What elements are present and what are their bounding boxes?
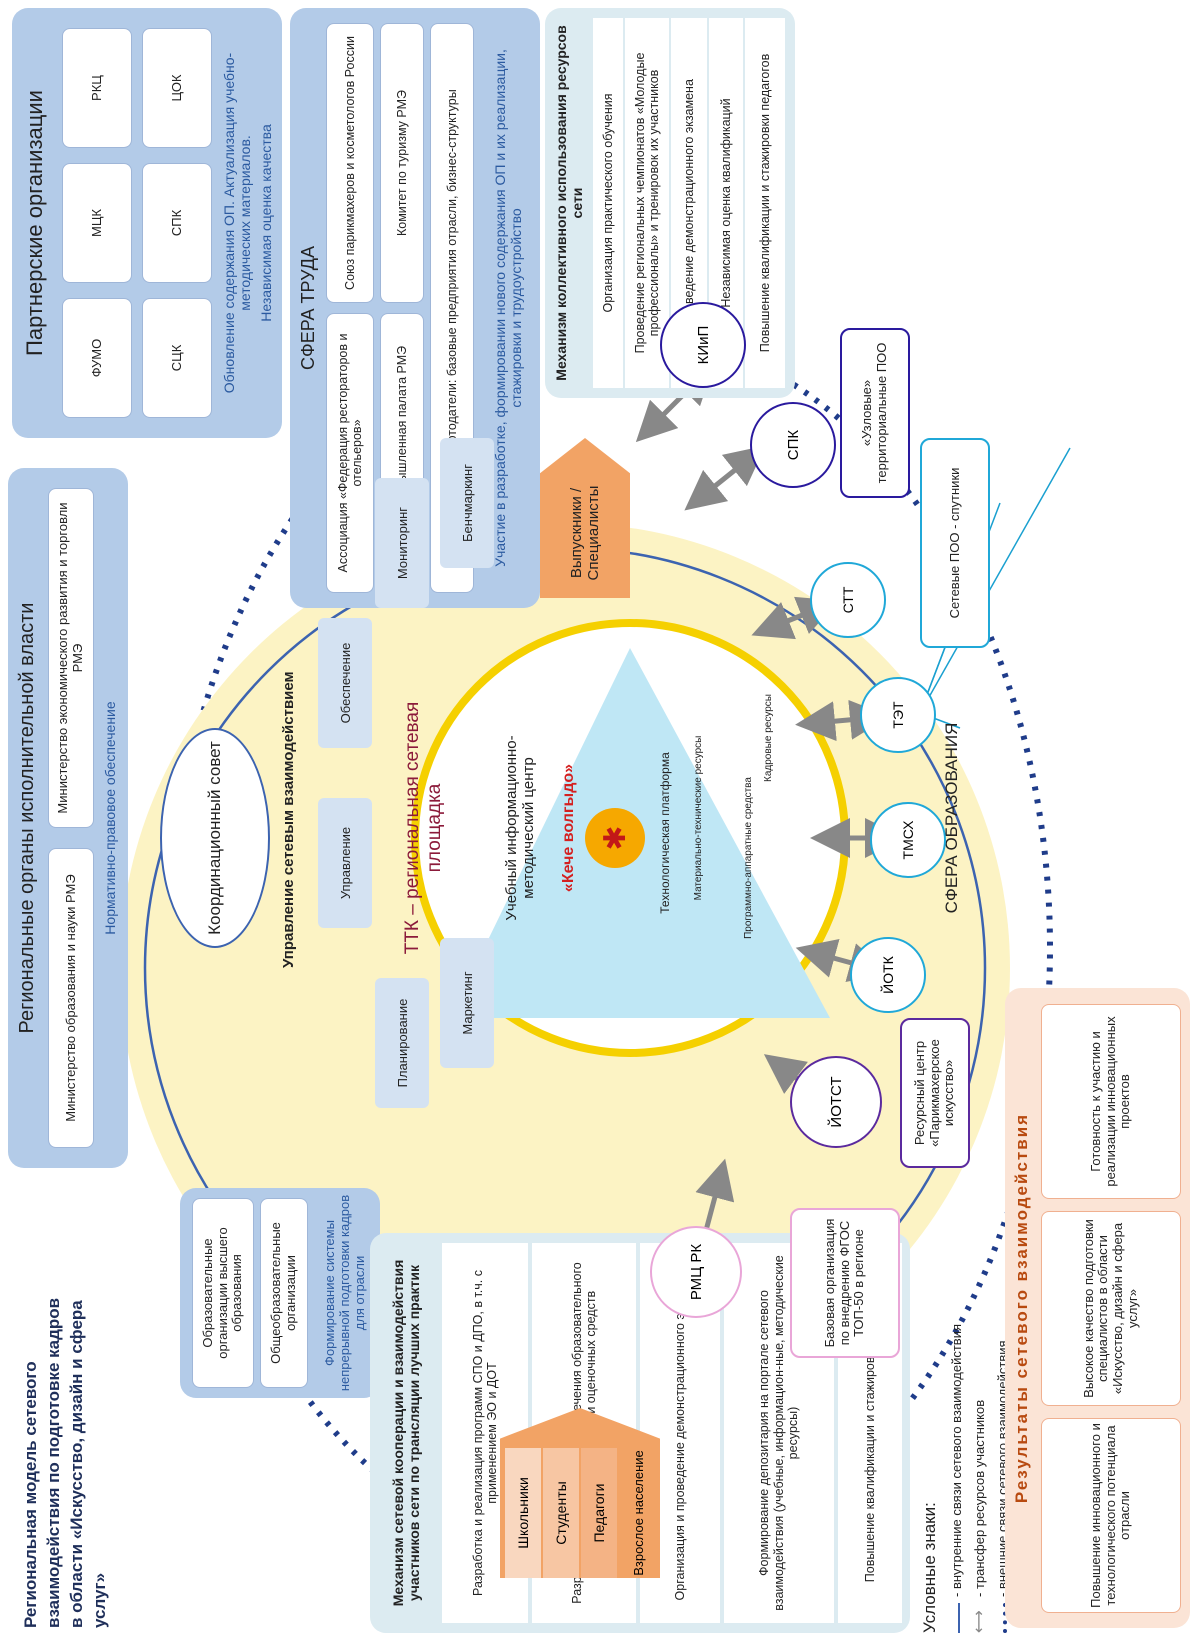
node-yotst: ЙОТСТ — [790, 1056, 882, 1148]
result-item: Готовность к участию и реализации иннова… — [1041, 1004, 1181, 1199]
education-org-item: Образовательные организации высшего обра… — [192, 1198, 254, 1388]
authority-item: Министерство экономического развития и т… — [48, 488, 94, 828]
resource-label: Программно-аппаратные средства — [742, 777, 754, 939]
node-stt: СТТ — [810, 562, 886, 638]
inflow-item: Студенты — [543, 1448, 579, 1578]
labor-heading: СФЕРА ТРУДА — [297, 246, 318, 370]
labor-item: Ассоциация «Федерация рестораторов и оте… — [326, 313, 374, 593]
partner-org: СПК — [142, 163, 212, 283]
authorities-panel: Региональные органы исполнительной власт… — [8, 468, 128, 1168]
solid-line-icon — [958, 1603, 960, 1633]
management-title: Управление сетевым взаимодействием — [280, 671, 297, 968]
mechanism-collective-heading: Механизм коллективного использования рес… — [553, 25, 585, 381]
result-item: Повышение инновационного и технологическ… — [1041, 1418, 1181, 1613]
labor-item: Комитет по туризму РМЭ — [380, 23, 424, 303]
partner-org: СЦК — [142, 298, 212, 418]
double-arrow-icon: ⟷ — [970, 1610, 988, 1633]
education-orgs-footer: Формирование системы непрерывной подгото… — [321, 1194, 367, 1392]
management-item: Бенчмаркинг — [440, 438, 494, 568]
partners-text2: Независимая оценка качества — [258, 124, 274, 322]
legend-item-transfer: ⟷ - трансфер ресурсов участников — [970, 1399, 988, 1633]
ring-title: ТТК – региональная сетевая площадка — [402, 701, 445, 955]
callout-resource-center: Ресурсный центр «Парикмахерское искусств… — [900, 1018, 970, 1168]
node-spk: СПК — [750, 402, 836, 488]
inflow-item: Педагоги — [581, 1448, 617, 1578]
resource-label: Материально-технические ресурсы — [692, 735, 704, 901]
callout-base-org: Базовая организация по внедрению ФГОС ТО… — [790, 1208, 900, 1358]
partners-heading: Партнерские организации — [22, 90, 47, 356]
sun-logo: ✱ — [585, 808, 645, 868]
partners-panel: Партнерские организации ФУМО МЦК РКЦ СЦК… — [12, 8, 282, 438]
page-title: Региональная модель сетевого взаимодейст… — [21, 1297, 109, 1628]
legend-item-internal: - внутренние связи сетевого взаимодейств… — [949, 1233, 965, 1633]
resource-label: Кадровые ресурсы — [762, 694, 774, 782]
partner-org: МЦК — [62, 163, 132, 283]
inflow-item: Взрослое население — [619, 1448, 657, 1578]
hub-name: «Кече волгыдо» — [560, 763, 577, 893]
mechanism-item: Повышение квалификации и стажировки педа… — [745, 18, 785, 388]
platform-label: Технологическая платформа — [658, 752, 672, 914]
outflow-label: Выпускники / Специалисты — [568, 485, 602, 581]
result-item: Высокое качество подготовки специалистов… — [1041, 1211, 1181, 1406]
coordination-council: Координационный совет — [160, 728, 270, 948]
management-item: Управление — [318, 798, 372, 928]
results-panel: Результаты сетевого взаимодействия Повыш… — [1005, 988, 1190, 1628]
node-yotk: ЙОТК — [850, 937, 926, 1013]
mechanism-item: Организация практического обучения — [593, 18, 623, 388]
node-kiip: КИиП — [660, 302, 746, 388]
labor-item: Союз парикмахеров и косметологов России — [326, 23, 374, 303]
authorities-footer: Нормативно-правовое обеспечение — [102, 701, 118, 935]
callout-nodal: «Узловые» территориальные ПОО — [840, 328, 910, 498]
mechanism-cooperation-heading: Механизм сетевой кооперации и взаимодейс… — [390, 1259, 422, 1607]
results-heading: Результаты сетевого взаимодействия — [1012, 1112, 1031, 1504]
management-item: Мониторинг — [375, 478, 429, 608]
hub-center-text: Учебный информационно-методический центр — [503, 735, 537, 921]
partners-text: Обновление содержания ОП. Актуализация у… — [221, 52, 253, 394]
education-sphere-label: СФЕРА ОБРАЗОВАНИЯ — [942, 722, 961, 914]
education-org-item: Общеобразовательные организации — [260, 1198, 308, 1388]
inflow-item: Школьники — [505, 1448, 541, 1578]
management-item: Обеспечение — [318, 618, 372, 748]
node-rmc-rk: РМЦ РК — [650, 1226, 742, 1318]
authorities-heading: Региональные органы исполнительной власт… — [15, 602, 38, 1034]
partner-org: ФУМО — [62, 298, 132, 418]
partner-org: ЦОК — [142, 28, 212, 148]
node-tet: ТЭТ — [860, 677, 936, 753]
education-orgs-panel: Образовательные организации высшего обра… — [180, 1188, 380, 1398]
authority-item: Министерство образования и науки РМЭ — [48, 848, 94, 1148]
node-tmsh: ТМСХ — [870, 802, 946, 878]
legend-heading: Условные знаки: — [920, 1502, 939, 1633]
callout-satellites: Сетевые ПОО - спутники — [920, 438, 990, 648]
partner-org: РКЦ — [62, 28, 132, 148]
